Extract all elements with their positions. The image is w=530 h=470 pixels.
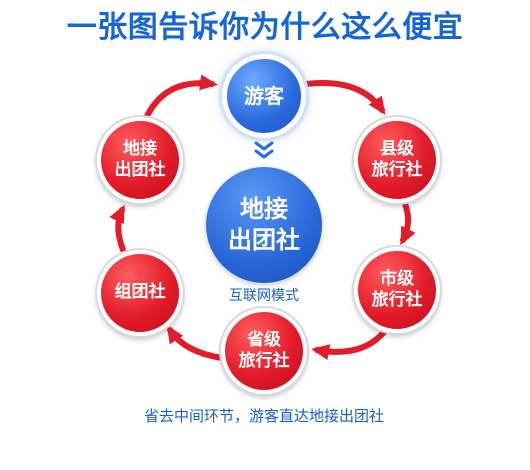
arrow-city-to-province <box>311 329 387 360</box>
double-chevron-down-icon <box>254 141 274 159</box>
arrow-tourist-to-county <box>303 80 386 115</box>
arrow-province-to-group <box>166 324 225 361</box>
node-county-line1: 县级 <box>380 138 414 159</box>
node-tourist: 游客 <box>222 54 306 138</box>
node-province: 省级 旅行社 <box>221 308 307 394</box>
arrow-local-to-tourist <box>143 74 218 121</box>
node-local-center: 地接 出团社 <box>206 167 322 283</box>
node-local-outer: 地接 出团社 <box>97 117 183 203</box>
node-local-center-line2: 出团社 <box>228 226 300 254</box>
node-county-line2: 旅行社 <box>371 160 423 180</box>
node-tourist-label: 游客 <box>244 83 284 108</box>
node-local-outer-line2: 出团社 <box>114 160 166 180</box>
node-local-outer-line1: 地接 <box>123 138 157 159</box>
node-city: 市级 旅行社 <box>354 247 440 333</box>
arrow-group-to-local <box>109 204 126 253</box>
node-county: 县级 旅行社 <box>354 117 440 203</box>
node-city-line2: 旅行社 <box>371 290 423 310</box>
node-tour-group-label: 组团社 <box>114 282 166 303</box>
node-province-line1: 省级 <box>247 329 281 350</box>
footer-note: 省去中间环节，游客直达地接出团社 <box>143 407 384 425</box>
node-tour-group: 组团社 <box>97 250 183 336</box>
node-province-line2: 旅行社 <box>238 351 290 371</box>
node-local-center-line1: 地接 <box>240 194 288 223</box>
node-city-line1: 市级 <box>380 268 414 289</box>
arrow-county-to-city <box>400 201 416 246</box>
page-title: 一张图告诉你为什么这么便宜 <box>66 10 464 45</box>
center-caption: 互联网模式 <box>229 288 299 304</box>
